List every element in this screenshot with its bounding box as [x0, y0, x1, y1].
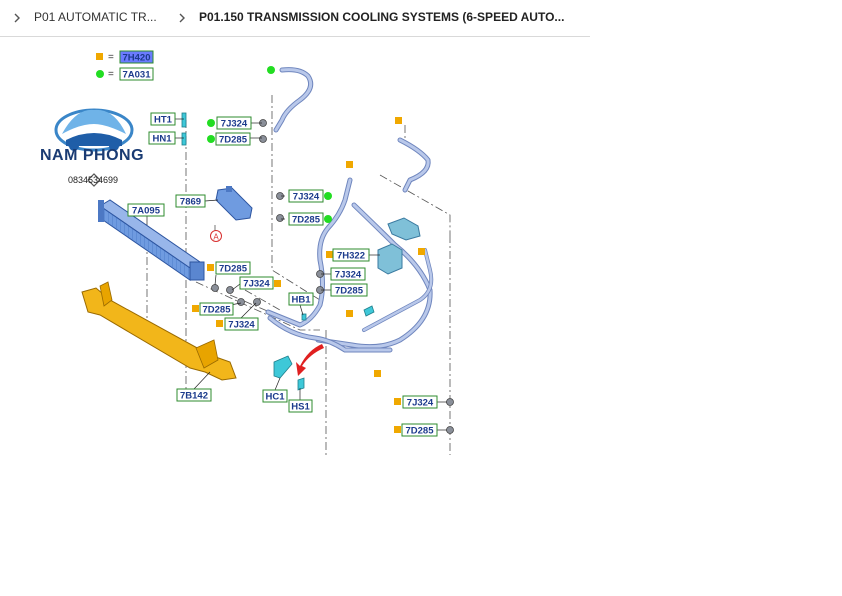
svg-text:7J324: 7J324	[407, 398, 434, 409]
part-label-7d285-e[interactable]: 7D285	[199, 302, 234, 316]
legend-text-7h420: 7H420	[123, 53, 151, 64]
legend-text-7a031: 7A031	[123, 70, 152, 81]
svg-text:A: A	[213, 233, 219, 242]
retaining-clips	[181, 112, 375, 391]
thermostat-valve	[377, 217, 421, 275]
svg-text:7D285: 7D285	[219, 264, 248, 275]
cooler-lines	[265, 67, 434, 353]
part-label-7h322[interactable]: 7H322	[332, 248, 370, 262]
part-label-7d285-f[interactable]: 7D285	[401, 423, 438, 437]
auxiliary-cooler	[215, 186, 253, 221]
legend: = 7H420 = 7A031	[96, 50, 154, 81]
part-label-7j324-c[interactable]: 7J324	[330, 267, 366, 281]
part-label-7j324-f[interactable]: 7J324	[402, 395, 438, 409]
svg-text:=: =	[108, 69, 114, 80]
svg-text:7J324: 7J324	[228, 320, 255, 331]
svg-text:7D285: 7D285	[203, 305, 232, 316]
chevron-right-icon	[179, 13, 185, 23]
part-label-7j324-e[interactable]: 7J324	[224, 317, 259, 331]
green-markers	[207, 66, 332, 223]
part-label-7869[interactable]: 7869	[175, 194, 206, 208]
svg-text:7D285: 7D285	[219, 135, 248, 146]
part-label-hn1[interactable]: HN1	[148, 131, 176, 145]
part-labels: HT1 HN1 7J324 7D285 7J324 7D285 7869 7A0…	[127, 112, 438, 437]
svg-text:7H322: 7H322	[337, 251, 365, 262]
svg-text:HT1: HT1	[154, 115, 173, 126]
svg-text:7869: 7869	[180, 197, 201, 208]
part-label-hc1[interactable]: HC1	[262, 389, 288, 403]
logo-phone: 0834534699	[68, 175, 119, 185]
orange-markers	[192, 117, 425, 433]
part-label-7b142[interactable]: 7B142	[176, 388, 212, 402]
transmission-oil-cooler	[98, 199, 205, 281]
svg-text:7J324: 7J324	[221, 119, 248, 130]
breadcrumb-item-automatic-transmission[interactable]: P01 AUTOMATIC TR...	[34, 10, 157, 24]
svg-text:7A095: 7A095	[132, 206, 161, 217]
logo-name: NAM PHONG	[40, 147, 145, 164]
part-label-7d285-d[interactable]: 7D285	[215, 261, 251, 275]
red-arrow	[296, 344, 324, 376]
svg-text:HS1: HS1	[291, 402, 310, 413]
svg-text:7J324: 7J324	[243, 279, 270, 290]
part-label-7a095[interactable]: 7A095	[127, 203, 165, 217]
legend-label-7a031[interactable]	[119, 67, 154, 81]
green-circle-icon	[96, 70, 104, 78]
part-label-hb1[interactable]: HB1	[288, 292, 314, 306]
svg-text:7J324: 7J324	[335, 270, 362, 281]
part-label-7d285-c[interactable]: 7D285	[330, 283, 368, 297]
svg-text:7D285: 7D285	[406, 426, 435, 437]
svg-text:=: =	[108, 52, 114, 63]
part-label-7j324-d[interactable]: 7J324	[239, 276, 274, 290]
svg-text:7J324: 7J324	[293, 192, 320, 203]
breadcrumb-item-transmission-cooling[interactable]: P01.150 TRANSMISSION COOLING SYSTEMS (6-…	[199, 10, 565, 24]
orange-square-icon	[96, 53, 103, 60]
part-label-7j324-b[interactable]: 7J324	[288, 189, 324, 203]
svg-text:HC1: HC1	[265, 392, 285, 403]
legend-label-7h420[interactable]	[119, 50, 154, 64]
svg-text:7B142: 7B142	[180, 391, 208, 402]
part-label-7d285-b[interactable]: 7D285	[288, 212, 324, 226]
breadcrumb: P01 AUTOMATIC TR... P01.150 TRANSMISSION…	[0, 0, 590, 37]
cooler-bracket	[81, 281, 237, 381]
chevron-right-icon	[14, 13, 20, 23]
callout-lines	[146, 118, 447, 431]
svg-text:HB1: HB1	[291, 295, 311, 306]
nam-phong-logo	[54, 108, 134, 187]
svg-text:7D285: 7D285	[335, 286, 364, 297]
part-label-7j324-a[interactable]: 7J324	[216, 116, 252, 130]
part-label-hs1[interactable]: HS1	[288, 399, 313, 413]
part-label-7d285-a[interactable]: 7D285	[215, 132, 251, 146]
part-label-ht1[interactable]: HT1	[150, 112, 176, 126]
svg-text:7D285: 7D285	[292, 215, 321, 226]
view-callout-a[interactable]: A	[210, 230, 222, 242]
svg-text:HN1: HN1	[152, 134, 172, 145]
